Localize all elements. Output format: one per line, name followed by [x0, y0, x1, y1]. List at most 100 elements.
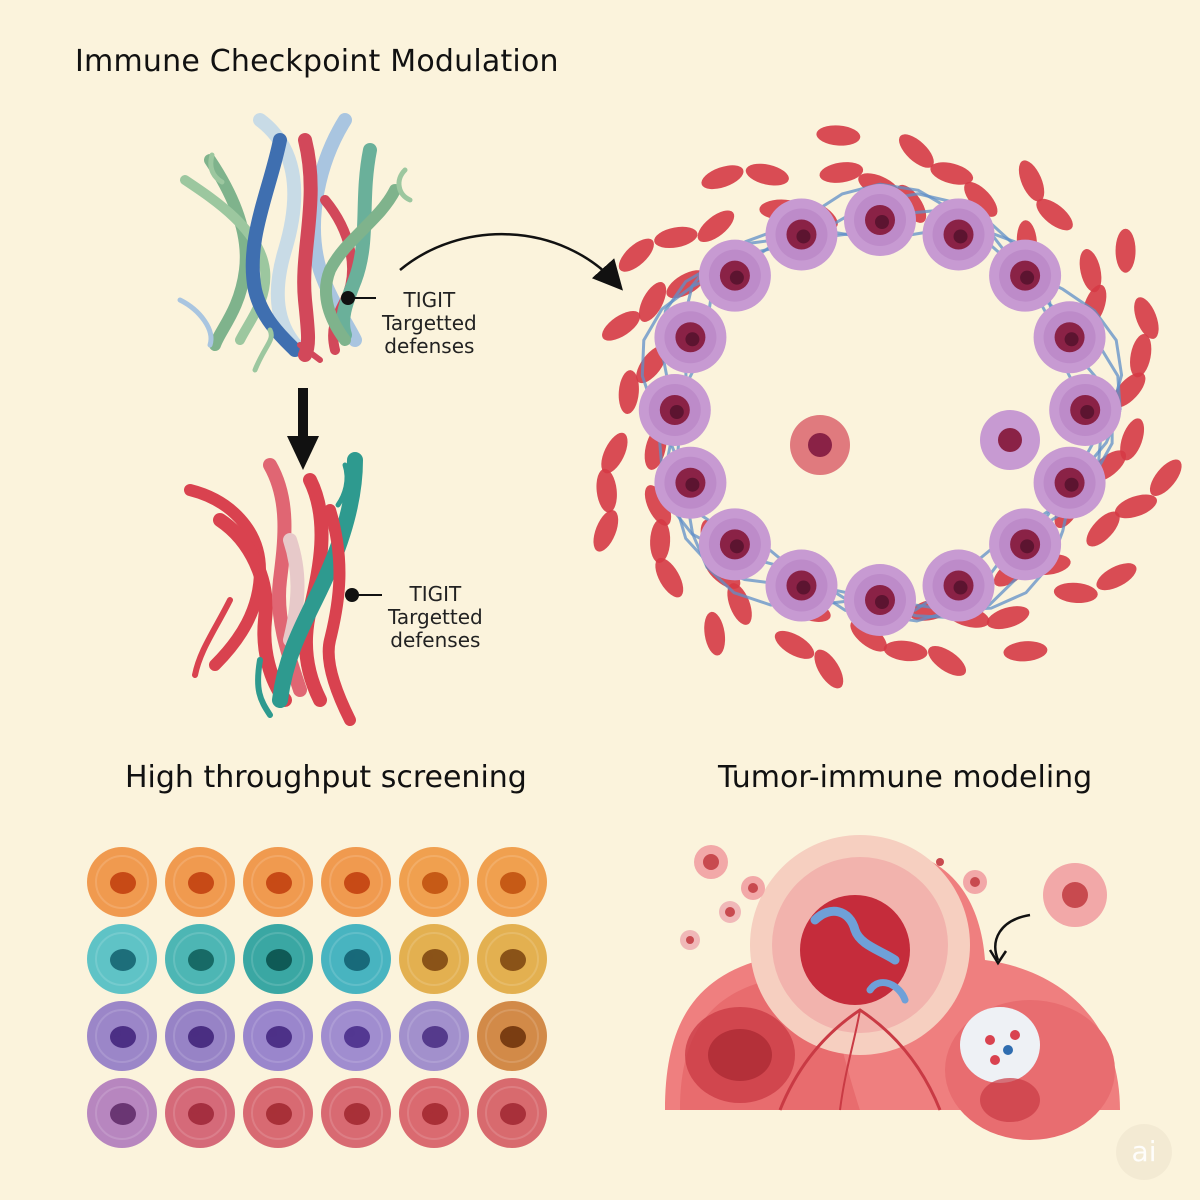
- screening-well-cell: [243, 1078, 313, 1148]
- red-blood-cell: [655, 557, 684, 598]
- red-blood-cell: [986, 606, 1030, 630]
- red-blood-cell: [745, 163, 789, 186]
- red-blood-cell: [701, 165, 744, 190]
- immune-cell: [1033, 301, 1106, 374]
- callout-line-1: Targetted: [388, 605, 483, 629]
- inner-cell: [980, 410, 1040, 470]
- tigit-callout-top: TIGIT Targetted defenses: [382, 289, 477, 358]
- red-blood-cell: [1018, 160, 1045, 202]
- immune-cell: [989, 239, 1062, 312]
- screening-well-cell: [321, 1078, 391, 1148]
- screening-well-cell: [477, 924, 547, 994]
- red-blood-cell: [1079, 249, 1102, 293]
- tumor-immune-model: [665, 835, 1120, 1140]
- red-blood-cell: [697, 210, 735, 243]
- red-blood-cell: [816, 125, 861, 146]
- callout-marker-bottom: [345, 588, 382, 602]
- red-blood-cell: [1120, 418, 1145, 461]
- immune-cell: [844, 564, 916, 636]
- callout-line-2: defenses: [384, 334, 475, 358]
- immune-cell: [844, 184, 916, 256]
- screening-well-cell: [87, 1078, 157, 1148]
- red-blood-cell: [602, 310, 641, 341]
- screening-well-cell: [399, 1078, 469, 1148]
- screening-well-cell: [477, 1078, 547, 1148]
- screening-well-cell: [243, 847, 313, 917]
- red-blood-cell: [618, 238, 654, 272]
- red-blood-cell: [1115, 228, 1136, 273]
- red-blood-cell: [1053, 582, 1098, 603]
- red-blood-cell: [1130, 333, 1152, 378]
- screening-cell-grid: [87, 847, 547, 1148]
- red-blood-cell: [654, 226, 698, 249]
- immune-cell: [654, 446, 727, 519]
- screening-well-cell: [399, 847, 469, 917]
- red-blood-cell: [593, 510, 619, 552]
- down-arrow: [287, 388, 319, 470]
- immune-cell: [989, 508, 1062, 581]
- immune-cell: [698, 508, 771, 581]
- page-title: Immune Checkpoint Modulation: [75, 44, 559, 79]
- red-blood-cell: [930, 162, 974, 185]
- red-blood-cell: [650, 518, 671, 563]
- immune-cell: [1049, 374, 1122, 446]
- callout-name: TIGIT: [409, 582, 462, 606]
- screening-well-cell: [87, 847, 157, 917]
- immune-cell: [765, 198, 838, 271]
- red-blood-cell: [1134, 297, 1159, 339]
- red-blood-cell: [898, 134, 934, 168]
- screening-well-cell: [165, 1078, 235, 1148]
- red-blood-cell: [1096, 563, 1137, 591]
- red-blood-cell: [814, 649, 844, 689]
- screening-well-cell: [87, 1001, 157, 1071]
- red-blood-cell: [644, 485, 672, 526]
- callout-line-1: Targetted: [382, 311, 477, 335]
- immune-cell: [922, 198, 995, 271]
- callout-name: TIGIT: [403, 288, 456, 312]
- red-blood-cell: [1149, 459, 1182, 496]
- red-blood-cell: [883, 640, 928, 662]
- callout-marker-top: [341, 291, 376, 305]
- immune-cell: [1033, 446, 1106, 519]
- screening-well-cell: [165, 847, 235, 917]
- screening-well-cell: [477, 847, 547, 917]
- red-blood-cell: [774, 630, 815, 659]
- protein-structure-bottom: [184, 452, 363, 726]
- screening-well-cell: [477, 1001, 547, 1071]
- immune-cell: [654, 301, 727, 374]
- curved-arrow-right: [399, 232, 623, 291]
- protein-structure-top: [177, 113, 413, 373]
- red-blood-cell: [964, 181, 998, 217]
- immune-cell: [765, 549, 838, 622]
- screening-well-cell: [243, 924, 313, 994]
- screening-well-cell: [399, 1001, 469, 1071]
- hts-section-title: High throughput screening: [125, 760, 527, 795]
- screening-well-cell: [165, 1001, 235, 1071]
- screening-well-cell: [87, 924, 157, 994]
- red-blood-cell: [1036, 198, 1073, 231]
- red-blood-cell: [1003, 641, 1048, 662]
- red-blood-cell: [596, 468, 617, 513]
- immune-cell: [922, 549, 995, 622]
- watermark-logo: ai: [1116, 1124, 1172, 1180]
- screening-well-cell: [321, 924, 391, 994]
- tigit-callout-bottom: TIGIT Targetted defenses: [388, 583, 483, 652]
- screening-well-cell: [399, 924, 469, 994]
- screening-well-cell: [243, 1001, 313, 1071]
- callout-line-2: defenses: [390, 628, 481, 652]
- immune-cell: [638, 374, 711, 446]
- red-blood-cell: [1086, 511, 1120, 547]
- immune-cell: [698, 239, 771, 312]
- red-blood-cell: [618, 370, 639, 414]
- red-blood-cell: [819, 162, 864, 183]
- screening-well-cell: [321, 1001, 391, 1071]
- red-blood-cell: [601, 432, 628, 474]
- red-blood-cell: [1114, 494, 1157, 519]
- tim-section-title: Tumor-immune modeling: [718, 760, 1093, 795]
- red-blood-cell: [928, 646, 967, 676]
- screening-well-cell: [165, 924, 235, 994]
- red-blood-cell: [704, 611, 726, 656]
- inner-cell: [790, 415, 850, 475]
- red-blood-cell: [638, 282, 667, 322]
